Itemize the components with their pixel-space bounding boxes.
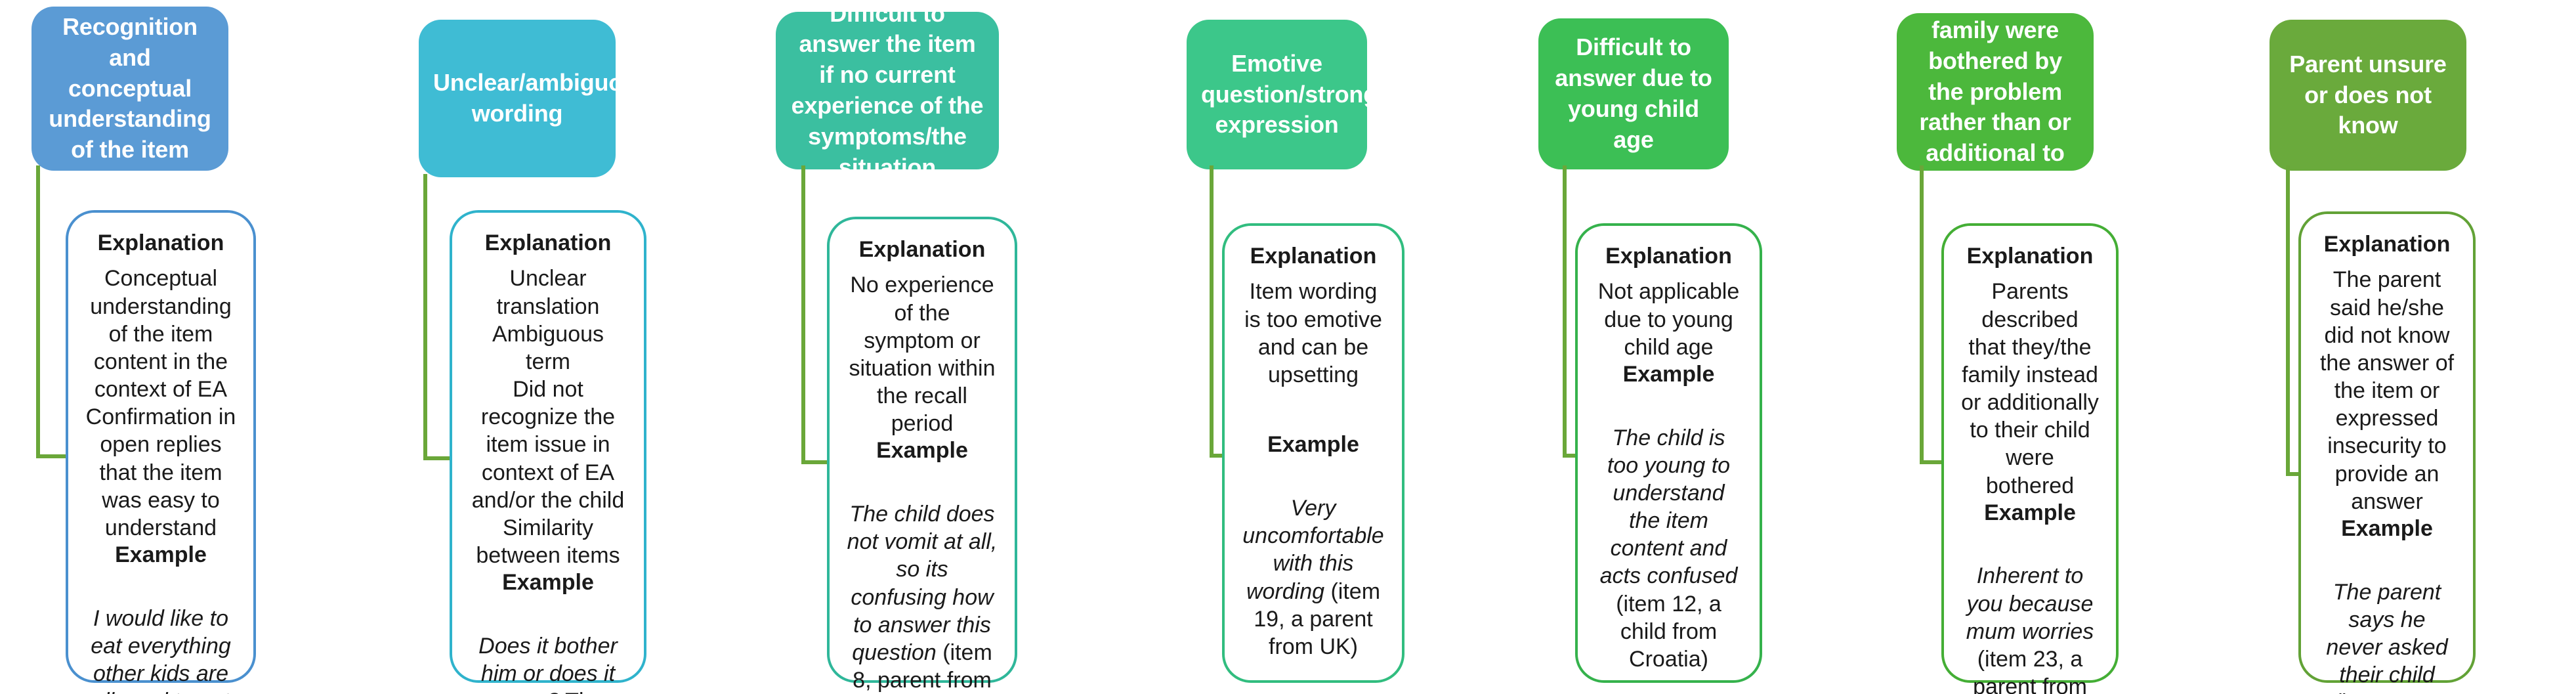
header-label: Parents/the family were bothered by the … xyxy=(1919,0,2071,197)
explanation-text-1: Parents described that they/the family i… xyxy=(1961,279,2099,498)
explanation-text-3: Did not recognize the item issue in cont… xyxy=(471,377,625,513)
explanation-heading: Explanation xyxy=(484,230,612,255)
explanation-text-2: Confirmation in open replies that the it… xyxy=(85,404,236,540)
example-source: (item 12, a child from Croatia) xyxy=(1616,591,1721,672)
example-text: Does it bother him or does it occur? The… xyxy=(469,605,627,694)
header-card[interactable]: Difficult to answer the item if no curre… xyxy=(776,0,999,181)
explanation-text-1: Not applicable due to young child age xyxy=(1597,279,1740,360)
diagram-column-recognition-conceptual-understanding: Recognition and conceptual understanding… xyxy=(0,0,407,694)
example-quote: The parent says he never asked their chi… xyxy=(2326,579,2448,687)
header-label: Difficult to answer the item if no curre… xyxy=(791,0,984,181)
example-text: I would like to eat everything other kid… xyxy=(85,577,236,694)
example-heading: Example xyxy=(2341,515,2433,541)
diagram-column-parents-family-bothered: Parents/the family were bothered by the … xyxy=(1884,0,2258,694)
detail-card[interactable]: Explanation Unclear translation Ambiguou… xyxy=(450,210,646,694)
header-label: Recognition and conceptual understanding… xyxy=(49,13,211,163)
example-source: (item 8, parent from Croatia) xyxy=(853,640,992,693)
diagram-column-difficult-no-current-experience: Difficult to answer the item if no curre… xyxy=(761,0,1168,694)
header-card[interactable]: Unclear/ambiguous wording xyxy=(419,20,650,177)
explanation-heading: Explanation xyxy=(858,237,986,262)
example-quote: Very uncomfortable with this wording xyxy=(1242,496,1384,604)
example-text: Very uncomfortable with this wording (it… xyxy=(1242,467,1385,661)
example-text: The child is too young to understand the… xyxy=(1595,396,1742,673)
explanation-heading: Explanation xyxy=(1605,244,1732,269)
example-source: (item 23, a parent from UK) xyxy=(1973,646,2087,694)
detail-card[interactable]: Explanation No experience of the symptom… xyxy=(827,217,1017,693)
explanation-heading: Explanation xyxy=(1966,244,2094,269)
diagram-column-unclear-ambiguous-wording: Unclear/ambiguous wording Explanation Un… xyxy=(387,0,794,694)
header-card[interactable]: Parents/the family were bothered by the … xyxy=(1897,0,2094,197)
header-label: Difficult to answer due to young child a… xyxy=(1555,33,1712,153)
diagram-column-emotive-question-strong-expression: Emotive question/strong expression Expla… xyxy=(1168,0,1536,694)
header-label: Parent unsure or does not know xyxy=(2289,50,2447,139)
explanation-text-1: Conceptual understanding of the item con… xyxy=(90,266,232,402)
header-card[interactable]: Emotive question/strong expression xyxy=(1187,20,1378,169)
example-heading: Example xyxy=(1267,432,1359,458)
explanation-text-2: Ambiguous term xyxy=(492,321,604,374)
example-quote: The child is too young to understand the… xyxy=(1599,425,1738,589)
detail-card[interactable]: Explanation Item wording is too emotive … xyxy=(1222,223,1404,683)
example-heading: Example xyxy=(1622,361,1715,387)
diagram-column-difficult-young-child-age: Difficult to answer due to young child a… xyxy=(1523,0,1890,694)
example-quote: Does it bother him or does it occur? xyxy=(478,633,618,694)
example-text: Inherent to you because mum worries (ite… xyxy=(1961,534,2099,694)
example-source: The wording "is a problem – ambiguous" (… xyxy=(484,689,612,694)
header-label: Unclear/ambiguous wording xyxy=(433,69,650,127)
explanation-text-1: Item wording is too emotive and can be u… xyxy=(1244,279,1382,387)
example-source: (item 10, a parent from UK) xyxy=(2330,690,2444,694)
example-quote: The child does not vomit at all, so its … xyxy=(847,502,998,665)
example-source: (item 19, a parent from UK) xyxy=(1254,578,1381,659)
example-heading: Example xyxy=(876,438,968,464)
header-label: Emotive question/strong expression xyxy=(1201,49,1378,139)
explanation-text-4: Similarity between items xyxy=(476,515,620,569)
explanation-text-1: Unclear translation xyxy=(496,266,600,319)
detail-card[interactable]: Explanation The parent said he/she did n… xyxy=(2298,211,2476,694)
example-text: The parent says he never asked their chi… xyxy=(2318,550,2456,694)
detail-card[interactable]: Explanation Conceptual understanding of … xyxy=(66,210,256,694)
explanation-heading: Explanation xyxy=(2323,232,2451,257)
header-card[interactable]: Parent unsure or does not know xyxy=(2270,20,2466,171)
example-heading: Example xyxy=(502,570,594,596)
example-heading: Example xyxy=(1984,500,2076,525)
header-card[interactable]: Difficult to answer due to young child a… xyxy=(1538,18,1729,169)
explanation-heading: Explanation xyxy=(97,230,224,255)
explanation-text-1: No experience of the symptom or situatio… xyxy=(849,272,996,437)
example-text: The child does not vomit at all, so its … xyxy=(847,473,998,694)
example-quote: Inherent to you because mum worries xyxy=(1966,563,2094,644)
example-quote: I would like to eat everything other kid… xyxy=(91,605,231,694)
diagram-column-parent-unsure-or-does-not-know: Parent unsure or does not know Explanati… xyxy=(2258,0,2576,694)
header-card[interactable]: Recognition and conceptual understanding… xyxy=(32,7,228,171)
detail-card[interactable]: Explanation Not applicable due to young … xyxy=(1575,223,1762,683)
explanation-text-1: The parent said he/she did not know the … xyxy=(2319,267,2455,514)
example-heading: Example xyxy=(115,542,207,568)
detail-card[interactable]: Explanation Parents described that they/… xyxy=(1941,223,2119,694)
explanation-heading: Explanation xyxy=(1250,244,1377,269)
